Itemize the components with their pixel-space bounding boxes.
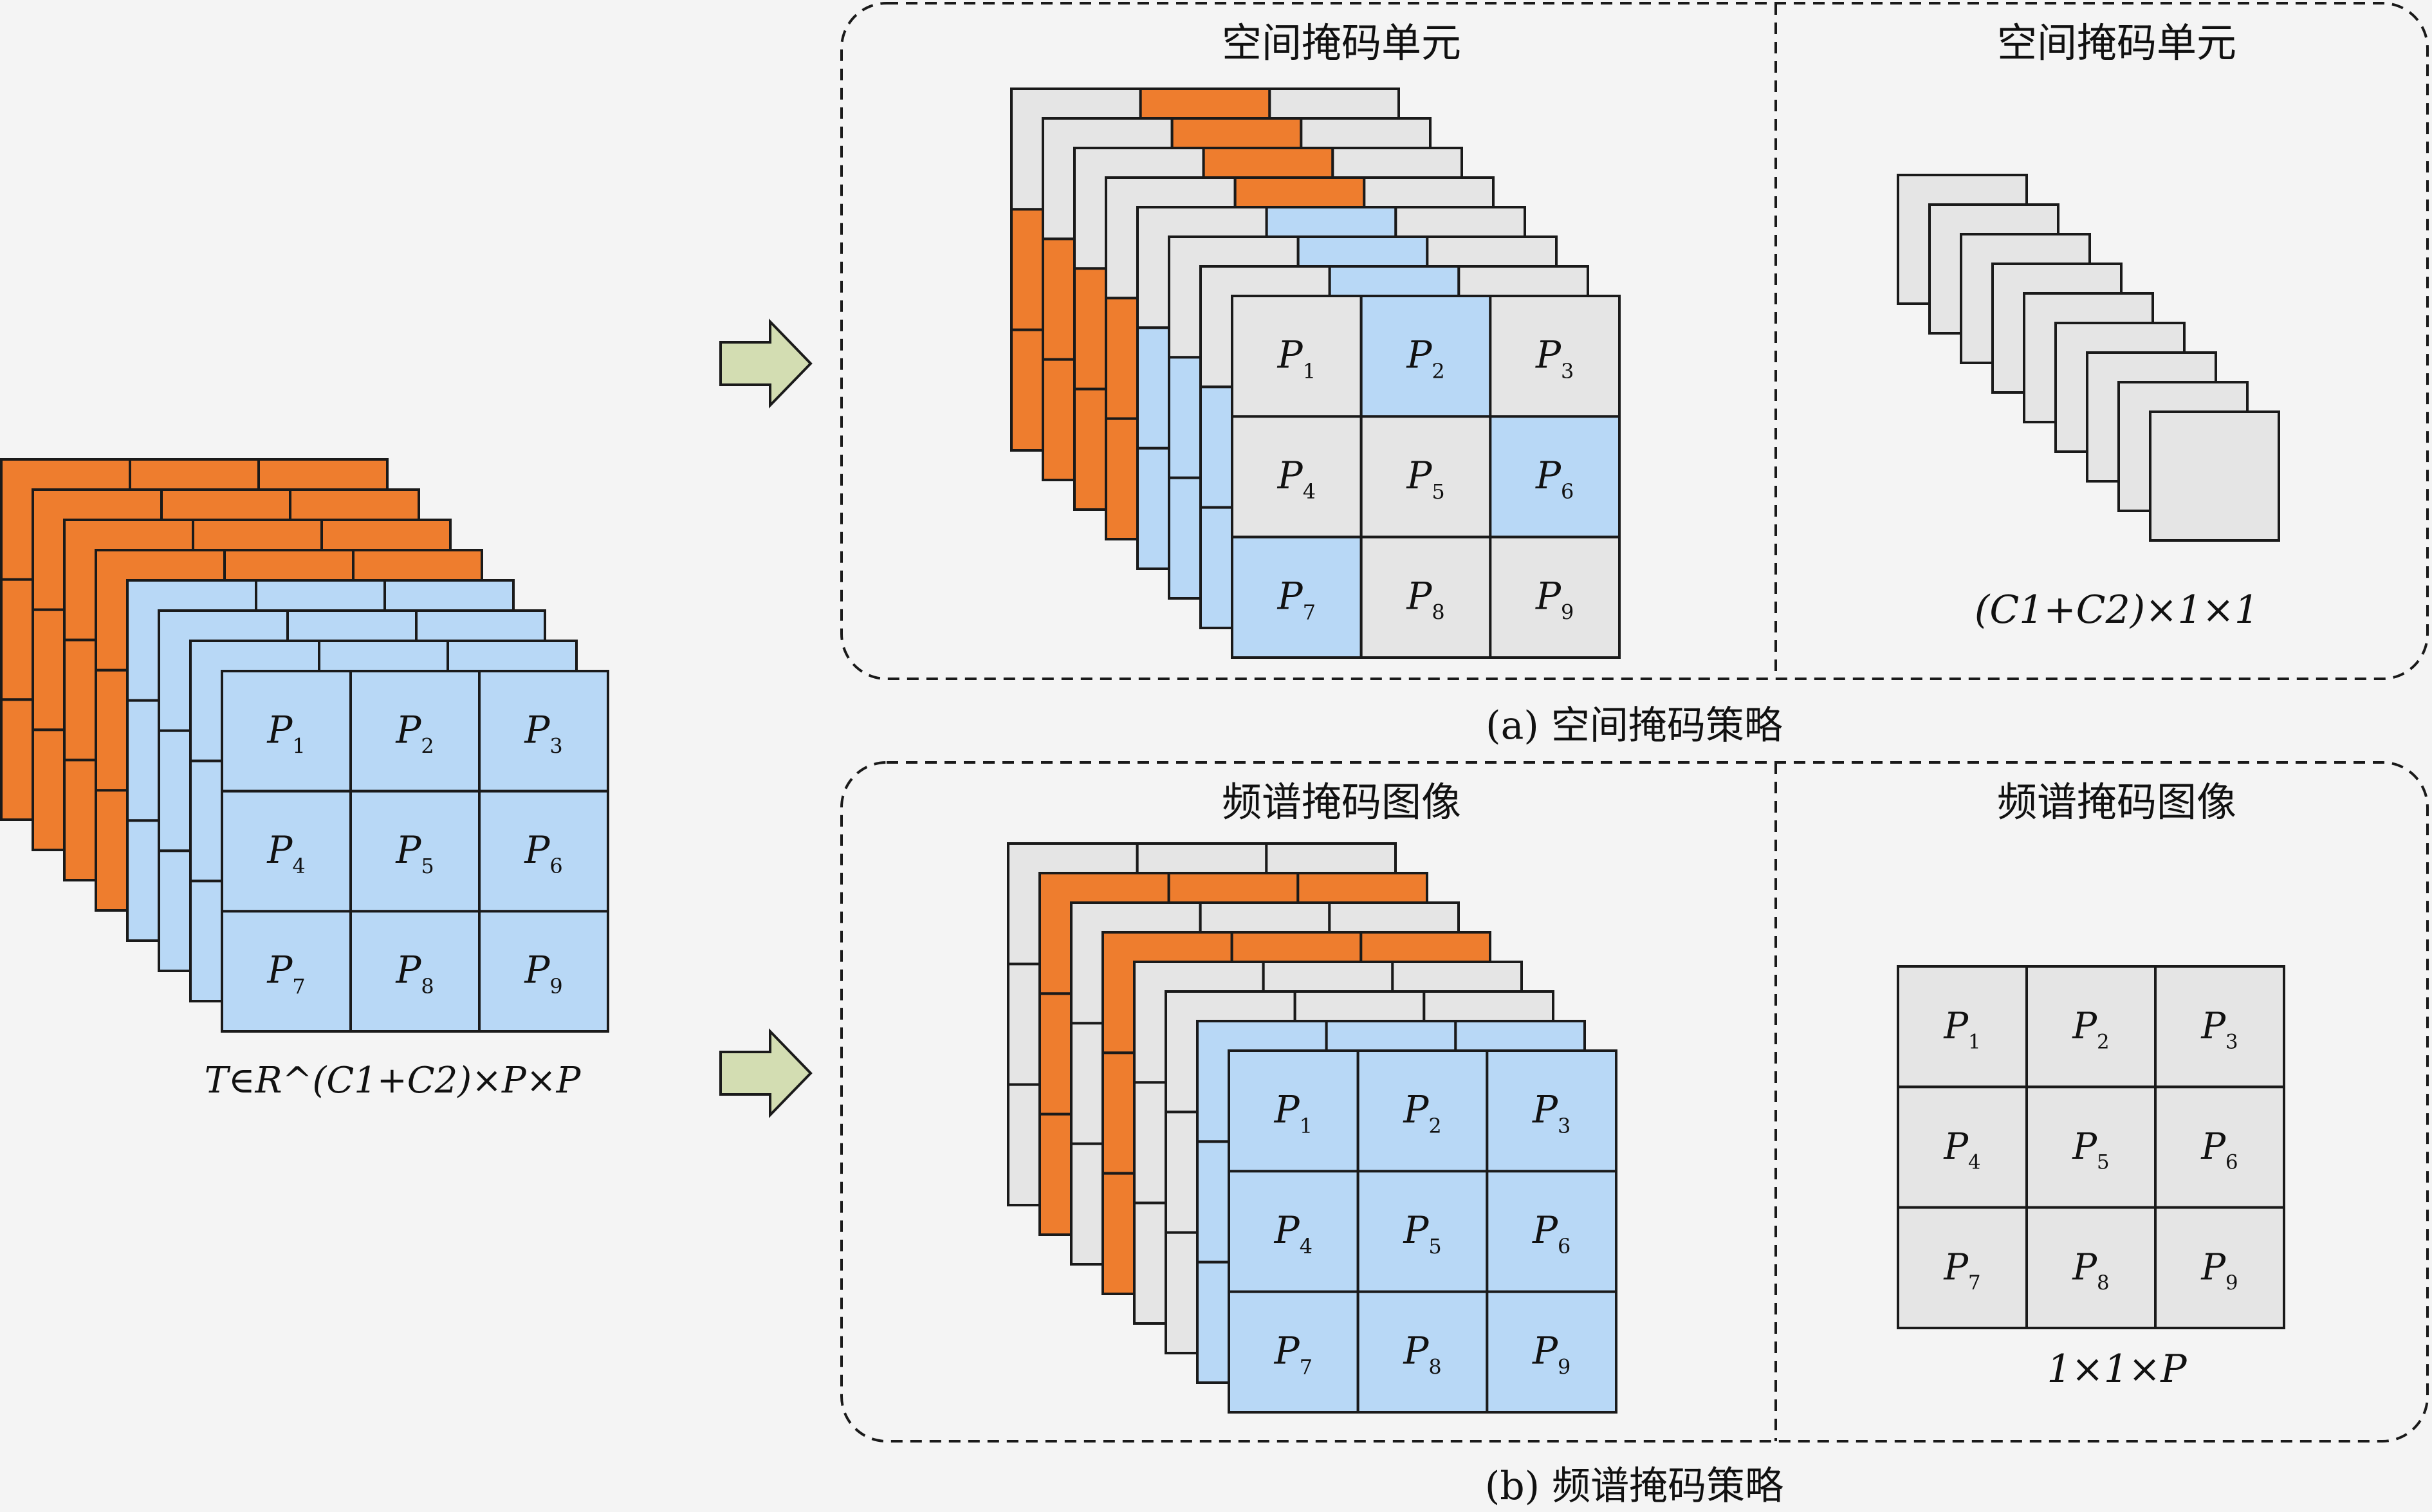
patch-label: P7 xyxy=(1943,1246,1980,1295)
tensor-cell xyxy=(1228,1049,1359,1173)
front-patch-cell xyxy=(1489,535,1621,659)
panel-b-caption: (b) 频谱掩码策略 xyxy=(1485,1464,1783,1509)
arrow-to-spectral-icon xyxy=(719,1028,813,1118)
tensor-cell xyxy=(1228,1170,1359,1293)
patch-label: P9 xyxy=(1532,1329,1571,1379)
patch-label: P2 xyxy=(395,708,434,758)
tensor-cell xyxy=(221,670,352,793)
image-cell xyxy=(2154,965,2285,1089)
patch-label: P3 xyxy=(1535,333,1574,383)
tensor-cell xyxy=(1486,1290,1617,1414)
panel-b-right-label: 1×1×P xyxy=(2047,1347,2188,1392)
unit-square xyxy=(2149,410,2280,542)
image-cell xyxy=(2025,1206,2157,1329)
patch-label: P7 xyxy=(1274,1329,1313,1379)
front-patch-cell xyxy=(1231,295,1363,418)
patch-label: P8 xyxy=(395,948,434,999)
tensor-cell xyxy=(478,789,609,913)
panel-b-right-title: 频谱掩码图像 xyxy=(1997,779,2236,825)
tensor-cell xyxy=(1356,1290,1489,1414)
image-cell xyxy=(2154,1085,2285,1209)
patch-label: P2 xyxy=(1406,333,1444,383)
patch-label: P4 xyxy=(1274,1208,1313,1258)
tensor-cell xyxy=(1486,1170,1617,1293)
panel-a-right-label: (C1+C2)×1×1 xyxy=(1975,587,2259,632)
patch-label: P8 xyxy=(2072,1246,2109,1295)
patch-label: P9 xyxy=(524,948,562,999)
panel-a-left-title: 空间掩码单元 xyxy=(1222,19,1461,66)
tensor-cell xyxy=(478,670,609,793)
front-patch-cell xyxy=(1231,415,1363,539)
patch-label: P3 xyxy=(524,708,562,758)
patch-label: P6 xyxy=(524,828,562,878)
patch-label: P8 xyxy=(1406,574,1444,624)
tensor-cell xyxy=(349,789,481,913)
image-cell xyxy=(2154,1206,2285,1329)
patch-label: P5 xyxy=(395,828,434,878)
patch-label: P9 xyxy=(2200,1246,2238,1295)
front-patch-cell xyxy=(1359,415,1492,539)
patch-label: P3 xyxy=(1532,1088,1571,1138)
image-cell xyxy=(2025,1085,2157,1209)
patch-label: P4 xyxy=(1943,1126,1980,1174)
patch-label: P6 xyxy=(1535,454,1574,504)
tensor-cell xyxy=(221,910,352,1033)
front-patch-cell xyxy=(1231,535,1363,659)
patch-label: P1 xyxy=(1274,1088,1313,1138)
patch-label: P2 xyxy=(2072,1006,2109,1054)
panel-b-left-title: 频谱掩码图像 xyxy=(1222,779,1461,825)
front-patch-cell xyxy=(1359,535,1492,659)
front-patch-cell xyxy=(1489,295,1621,418)
input-tensor-label: T∈R^(C1+C2)×P×P xyxy=(205,1060,582,1102)
patch-label: P5 xyxy=(1406,454,1444,504)
tensor-cell xyxy=(221,789,352,913)
patch-label: P8 xyxy=(1403,1329,1441,1379)
patch-label: P1 xyxy=(1277,333,1316,383)
patch-label: P6 xyxy=(2200,1126,2238,1174)
patch-label: P4 xyxy=(1277,454,1316,504)
front-patch-cell xyxy=(1359,295,1492,418)
patch-label: P2 xyxy=(1403,1088,1441,1138)
patch-label: P5 xyxy=(1403,1208,1441,1258)
patch-label: P6 xyxy=(1532,1208,1571,1258)
front-patch-cell xyxy=(1489,415,1621,539)
tensor-cell xyxy=(1486,1049,1617,1173)
patch-label: P7 xyxy=(266,948,305,999)
patch-label: P1 xyxy=(266,708,305,758)
tensor-cell xyxy=(1356,1049,1489,1173)
patch-label: P4 xyxy=(266,828,305,878)
arrow-to-spatial-icon xyxy=(719,318,813,409)
panel-a-caption: (a) 空间掩码策略 xyxy=(1486,703,1783,748)
patch-label: P3 xyxy=(2200,1006,2238,1054)
tensor-cell xyxy=(1228,1290,1359,1414)
spatial-mask-unit-vector xyxy=(1897,174,2280,542)
patch-label: P5 xyxy=(2072,1126,2109,1174)
patch-label: P1 xyxy=(1943,1006,1980,1054)
patch-label: P7 xyxy=(1277,574,1316,624)
patch-label: P9 xyxy=(1535,574,1574,624)
tensor-cell xyxy=(478,910,609,1033)
panel-a-right-title: 空间掩码单元 xyxy=(1997,19,2236,66)
image-cell xyxy=(1897,1085,2028,1209)
